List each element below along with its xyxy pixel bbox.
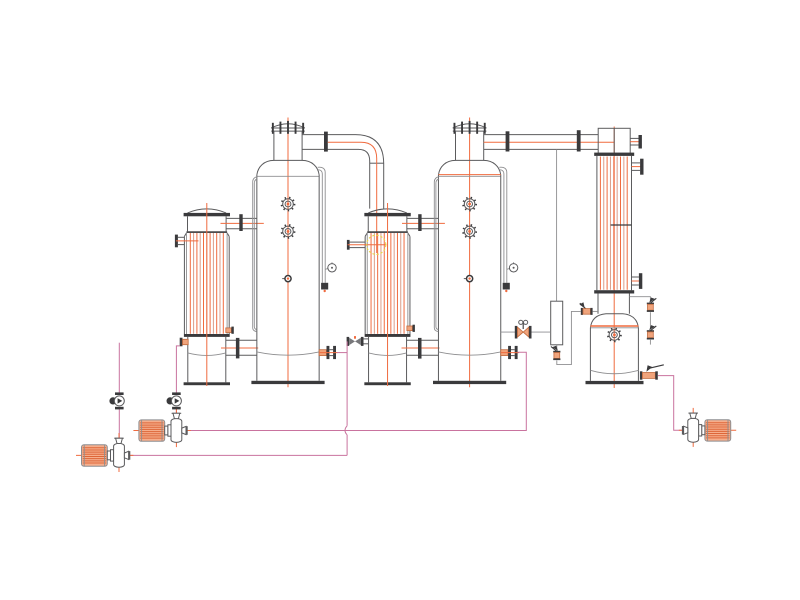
outlet-valve xyxy=(639,364,664,380)
condensate-receiver xyxy=(579,302,664,385)
condenser xyxy=(594,126,657,388)
condenser-tubes xyxy=(599,156,628,290)
pipe-ex2-to-sep2-top xyxy=(402,214,445,231)
vent-valve-1 xyxy=(646,296,657,313)
pipe-ex1-to-sep1-top xyxy=(220,214,264,231)
gauge-drain-loop xyxy=(550,310,581,366)
pipe-ex2-to-sep2-bottom xyxy=(401,337,440,359)
flange xyxy=(235,337,240,359)
pump-1 xyxy=(75,432,134,473)
level-gauge xyxy=(500,149,581,366)
flange xyxy=(418,214,422,231)
heat-exchanger-1 xyxy=(174,202,234,387)
drain-nozzle xyxy=(179,337,189,347)
feed-valve-ex2 xyxy=(346,336,369,346)
steam-inlet-nozzle xyxy=(174,234,199,248)
pump-3 xyxy=(678,407,737,448)
vent-nozzle xyxy=(630,135,642,149)
flange xyxy=(576,130,581,152)
equalizer-valve xyxy=(579,302,598,315)
pipe-ex1-to-sep1-bottom xyxy=(221,337,259,359)
separator-2 xyxy=(433,118,615,388)
vapour-pipe-sep2 xyxy=(483,130,615,152)
vent-valve-2 xyxy=(646,324,657,341)
condensate-stub xyxy=(225,327,232,333)
vacuum-break-line xyxy=(629,296,657,345)
gauge-tap-line xyxy=(500,319,551,339)
detail-marker xyxy=(366,234,387,255)
flange xyxy=(324,131,328,152)
handwheel xyxy=(518,319,524,325)
flange xyxy=(505,131,510,152)
gauge-valve xyxy=(550,345,561,361)
flange xyxy=(239,214,243,231)
vapour-elbow xyxy=(327,134,385,253)
gauge-column xyxy=(550,300,564,346)
cooling-water-nozzle xyxy=(631,158,644,175)
process-piping xyxy=(118,341,682,456)
separator-1 xyxy=(251,118,359,388)
vapour-pipe-sep1 xyxy=(302,131,359,152)
pump-2 xyxy=(132,407,192,448)
inlet-nozzle xyxy=(346,234,387,255)
water-outlet-nozzle xyxy=(631,273,643,289)
pump-1-valve xyxy=(108,391,125,410)
flange xyxy=(418,337,422,359)
condensate-stub xyxy=(406,325,413,331)
pump-2-valve xyxy=(166,391,182,410)
heat-exchanger-2 xyxy=(346,202,415,387)
